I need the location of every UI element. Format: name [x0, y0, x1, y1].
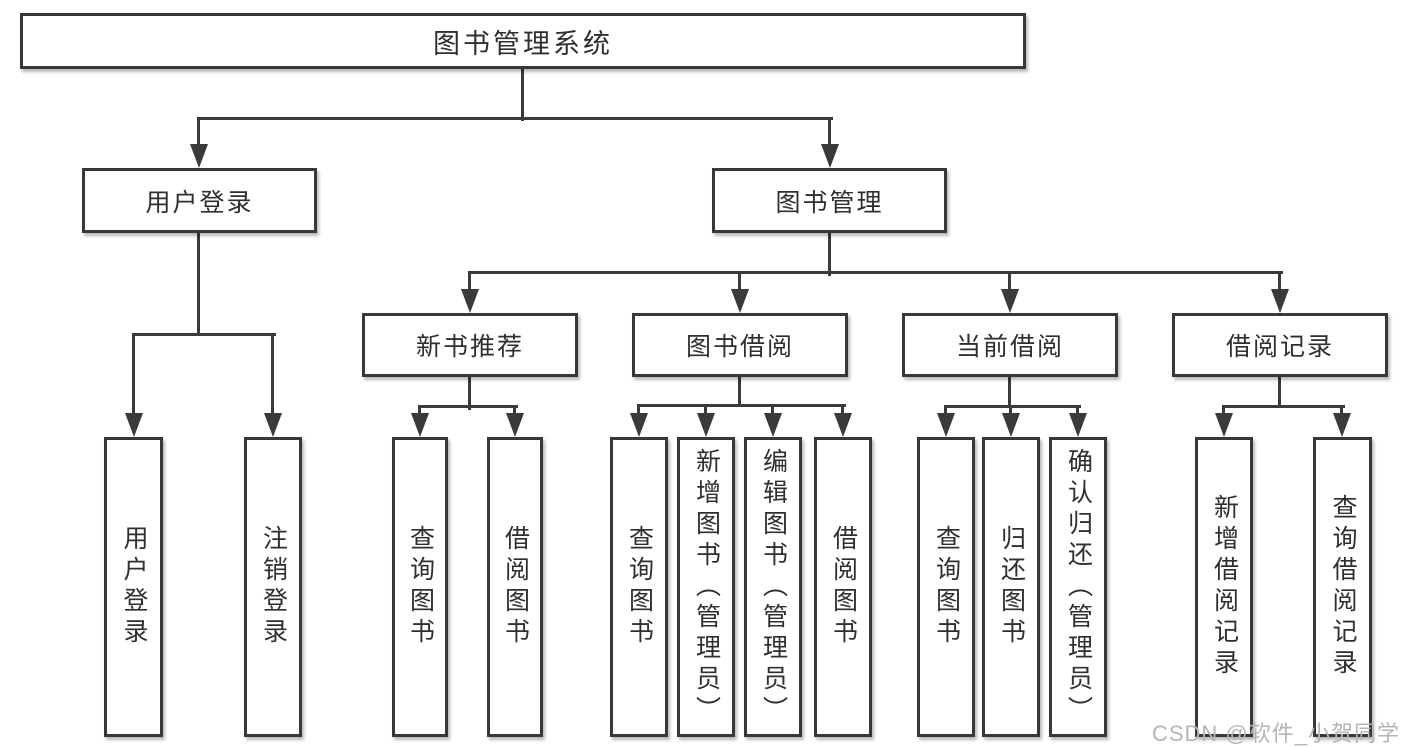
connector-current-stem	[1008, 377, 1011, 407]
leaf-borrow-books-1-label: 借阅图书	[501, 525, 530, 649]
arrow-down-icon	[1001, 289, 1019, 313]
leaf-add-books-admin: 新增图书（管理员）	[677, 437, 735, 737]
connector-drop	[1222, 405, 1225, 417]
leaf-query-borrow-record-label: 查询借阅记录	[1329, 494, 1357, 680]
leaf-user-login-label: 用户登录	[120, 525, 148, 649]
arrow-down-icon	[821, 144, 839, 168]
leaf-query-borrow-record: 查询借阅记录	[1313, 437, 1372, 737]
connector-drop	[637, 404, 640, 417]
node-book-borrowing: 图书借阅	[632, 313, 848, 377]
leaf-add-borrow-record: 新增借阅记录	[1195, 437, 1253, 737]
leaf-confirm-return-admin-label: 确认归还（管理员）	[1064, 447, 1093, 727]
node-user-login: 用户登录	[82, 168, 317, 233]
connector-bookmgmt-bar	[468, 271, 1283, 274]
leaf-add-books-admin-label: 新增图书（管理员）	[692, 447, 721, 727]
leaf-borrow-books-2: 借阅图书	[814, 437, 872, 737]
connector-drop	[132, 333, 135, 415]
node-library-system-label: 图书管理系统	[433, 28, 613, 59]
leaf-edit-books-admin: 编辑图书（管理员）	[744, 437, 802, 737]
leaf-edit-books-admin-label: 编辑图书（管理员）	[759, 447, 788, 727]
arrow-down-icon	[1002, 413, 1020, 437]
arrow-down-icon	[461, 289, 479, 313]
arrow-down-icon	[125, 413, 143, 437]
connector-drop	[513, 405, 516, 417]
connector-current-bar	[944, 405, 1081, 408]
connector-drop	[418, 405, 421, 417]
connector-drop	[738, 271, 741, 291]
leaf-query-books-2: 查询图书	[610, 437, 668, 737]
leaf-return-books-label: 归还图书	[997, 525, 1026, 649]
connector-borrow-bar	[637, 404, 846, 407]
connector-borrow-stem	[738, 377, 741, 407]
node-new-book-recommend-label: 新书推荐	[415, 333, 524, 361]
node-new-book-recommend: 新书推荐	[362, 313, 578, 377]
connector-drop	[771, 404, 774, 417]
leaf-query-books-3: 查询图书	[917, 437, 975, 737]
connector-drop	[1076, 405, 1079, 417]
connector-drop	[468, 271, 471, 291]
leaf-query-books-2-label: 查询图书	[625, 525, 654, 649]
connector-drop	[1278, 271, 1281, 291]
arrow-down-icon	[1069, 413, 1087, 437]
connector-drop	[197, 117, 200, 147]
node-book-management: 图书管理	[712, 168, 947, 233]
connector-root-bar	[197, 117, 833, 120]
leaf-query-books-1-label: 查询图书	[406, 525, 435, 649]
connector-userlogin-stem	[197, 233, 200, 336]
csdn-watermark: CSDN @软件_小贺同学	[1151, 721, 1400, 746]
node-book-borrowing-label: 图书借阅	[685, 333, 794, 361]
arrow-down-icon	[1271, 289, 1289, 313]
connector-drop	[271, 333, 274, 415]
arrow-down-icon	[1215, 413, 1233, 437]
connector-userlogin-bar	[132, 333, 276, 336]
connector-drop	[1009, 405, 1012, 417]
leaf-logout-label: 注销登录	[259, 525, 288, 649]
arrow-down-icon	[506, 413, 524, 437]
leaf-user-login: 用户登录	[104, 437, 163, 737]
arrow-down-icon	[697, 413, 715, 437]
connector-bookmgmt-stem	[828, 233, 831, 276]
connector-drop	[1008, 271, 1011, 291]
leaf-add-borrow-record-label: 新增借阅记录	[1210, 494, 1239, 680]
leaf-query-books-3-label: 查询图书	[932, 525, 961, 649]
arrow-down-icon	[731, 289, 749, 313]
connector-drop	[944, 405, 947, 417]
connector-record-stem	[1278, 377, 1281, 407]
arrow-down-icon	[937, 413, 955, 437]
connector-record-bar	[1222, 405, 1345, 408]
leaf-return-books: 归还图书	[982, 437, 1040, 737]
leaf-query-books-1: 查询图书	[392, 437, 448, 737]
connector-newbook-stem	[468, 377, 471, 410]
arrow-down-icon	[190, 144, 208, 168]
node-borrowing-records-label: 借阅记录	[1225, 333, 1334, 361]
node-book-management-label: 图书管理	[775, 188, 884, 217]
arrow-down-icon	[834, 413, 852, 437]
arrow-down-icon	[630, 413, 648, 437]
connector-drop	[1340, 405, 1343, 417]
connector-drop	[828, 117, 831, 147]
connector-root-stem	[521, 69, 524, 121]
leaf-borrow-books-1: 借阅图书	[487, 437, 543, 737]
node-library-system: 图书管理系统	[20, 13, 1026, 69]
node-user-login-label: 用户登录	[145, 188, 254, 217]
leaf-borrow-books-2-label: 借阅图书	[829, 525, 858, 649]
arrow-down-icon	[1333, 413, 1351, 437]
arrow-down-icon	[264, 413, 282, 437]
leaf-confirm-return-admin: 确认归还（管理员）	[1049, 437, 1107, 737]
connector-drop	[841, 404, 844, 417]
arrow-down-icon	[411, 413, 429, 437]
connector-drop	[704, 404, 707, 417]
node-borrowing-records: 借阅记录	[1172, 313, 1388, 377]
node-current-borrowing-label: 当前借阅	[955, 333, 1064, 361]
node-current-borrowing: 当前借阅	[902, 313, 1118, 377]
leaf-logout: 注销登录	[244, 437, 302, 737]
connector-newbook-bar	[418, 405, 518, 408]
arrow-down-icon	[764, 413, 782, 437]
